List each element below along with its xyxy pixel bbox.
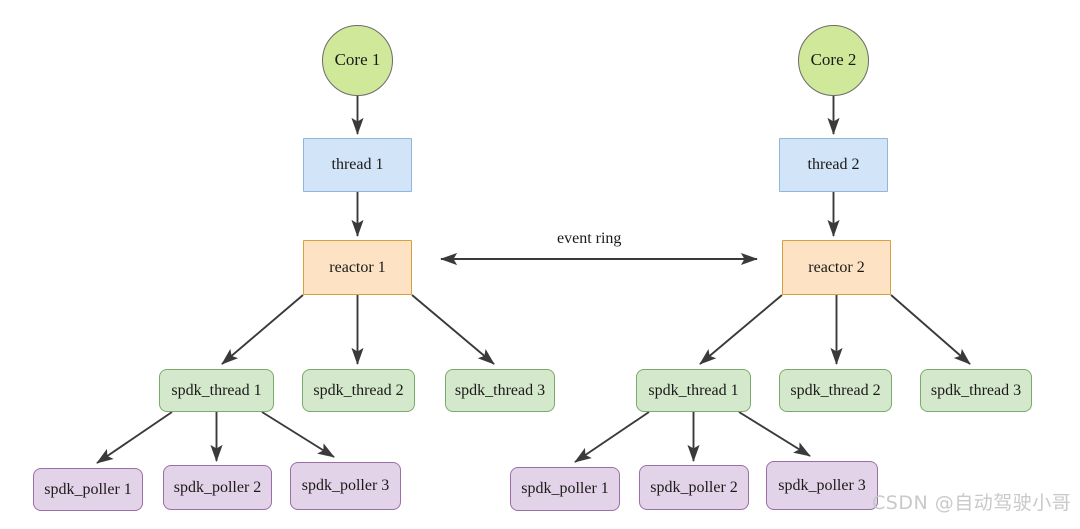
node-left-spdk-thread-1[interactable]: spdk_thread 1 [159,369,274,412]
edge-rspdkthread1-poller3 [738,411,811,457]
node-left-spdk-poller-2-label: spdk_poller 2 [173,478,262,496]
node-left-spdk-poller-1-label: spdk_poller 1 [44,480,132,498]
node-reactor-1-label: reactor 1 [329,258,386,276]
node-right-spdk-thread-1[interactable]: spdk_thread 1 [636,369,751,412]
edge-reactor2-spdkthread3 [890,294,971,365]
node-left-spdk-poller-1[interactable]: spdk_poller 1 [33,468,143,511]
node-left-spdk-thread-3[interactable]: spdk_thread 3 [445,369,555,412]
edge-lspdkthread1-poller3 [261,411,335,458]
node-left-spdk-thread-2-label: spdk_thread 2 [313,381,404,399]
node-left-spdk-thread-1-label: spdk_thread 1 [171,381,262,399]
node-left-spdk-thread-3-label: spdk_thread 3 [454,381,546,399]
node-right-spdk-thread-2-label: spdk_thread 2 [790,381,881,399]
node-left-spdk-poller-3[interactable]: spdk_poller 3 [290,462,401,510]
node-reactor-2[interactable]: reactor 2 [782,240,891,295]
node-thread-2-label: thread 2 [807,156,860,174]
node-right-spdk-poller-2-label: spdk_poller 2 [650,478,738,496]
node-left-spdk-poller-2[interactable]: spdk_poller 2 [163,465,272,510]
node-thread-1[interactable]: thread 1 [303,138,412,192]
node-right-spdk-thread-1-label: spdk_thread 1 [648,381,739,399]
node-thread-1-label: thread 1 [331,156,384,174]
node-left-spdk-poller-3-label: spdk_poller 3 [301,477,390,495]
node-right-spdk-poller-1-label: spdk_poller 1 [521,480,609,498]
node-right-spdk-poller-3-label: spdk_poller 3 [778,476,866,494]
edge-reactor2-spdkthread1 [699,294,783,365]
node-right-spdk-poller-1[interactable]: spdk_poller 1 [510,467,620,511]
edge-rspdkthread1-poller1 [574,411,650,463]
node-left-spdk-thread-2[interactable]: spdk_thread 2 [302,369,415,412]
node-right-spdk-thread-3[interactable]: spdk_thread 3 [920,369,1032,412]
node-right-spdk-thread-3-label: spdk_thread 3 [930,381,1022,399]
node-core-2[interactable]: Core 2 [798,25,869,96]
edge-lspdkthread1-poller1 [96,411,173,464]
node-thread-2[interactable]: thread 2 [779,138,888,192]
node-right-spdk-poller-2[interactable]: spdk_poller 2 [639,465,749,510]
node-core-1[interactable]: Core 1 [322,25,393,96]
node-reactor-1[interactable]: reactor 1 [303,240,412,295]
edge-reactor1-spdkthread3 [411,294,495,365]
node-core-1-label: Core 1 [334,50,381,70]
node-right-spdk-poller-3[interactable]: spdk_poller 3 [766,461,878,510]
edge-label-event-ring: event ring [557,230,622,247]
node-reactor-2-label: reactor 2 [808,258,865,276]
edge-reactor1-spdkthread1 [221,294,304,365]
node-core-2-label: Core 2 [810,50,857,70]
node-right-spdk-thread-2[interactable]: spdk_thread 2 [779,369,892,412]
watermark: CSDN @自动驾驶小哥 [872,492,1072,514]
